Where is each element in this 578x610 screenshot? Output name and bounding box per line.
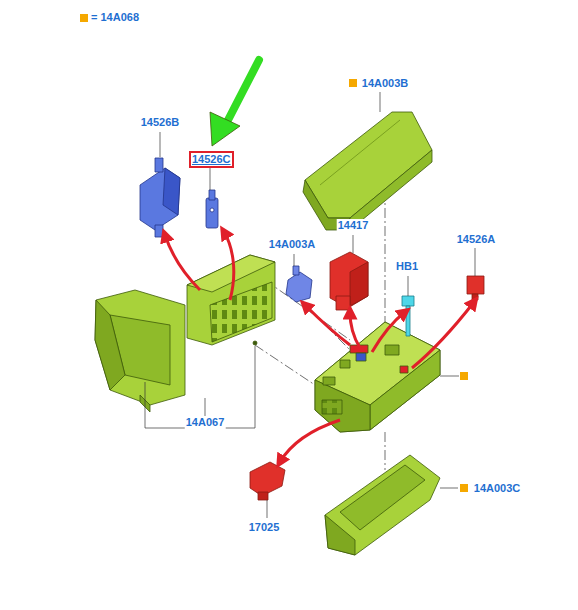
part-number: 14526B (140, 116, 181, 129)
part-number: 14526C (192, 153, 231, 165)
tray (325, 455, 458, 555)
part-callout-box: 14526C (189, 151, 234, 168)
part-number: 17025 (248, 521, 281, 534)
part-number: 14A003C (473, 482, 521, 495)
pointer-arrow (210, 60, 259, 146)
cover (303, 112, 432, 230)
part-number: 14A067 (185, 416, 226, 429)
part-number: HB1 (395, 260, 419, 273)
small-relay (467, 276, 484, 300)
housing (95, 290, 185, 412)
connector-part (286, 266, 312, 302)
part-number: 14526A (456, 233, 497, 246)
legend-swatch (80, 14, 88, 22)
part-number: 14417 (337, 219, 370, 232)
red-clip (250, 462, 285, 500)
main-box (315, 322, 459, 432)
legend-text: = 14A068 (91, 11, 139, 24)
legend-entry: = 14A068 (80, 11, 139, 24)
relay (140, 158, 180, 237)
part-number: 14A003A (268, 238, 316, 251)
fuse (206, 190, 218, 228)
part-number: 14A003B (361, 77, 409, 90)
cyan-fuse (402, 296, 414, 336)
marker-square (349, 79, 468, 492)
red-relay (330, 252, 368, 310)
